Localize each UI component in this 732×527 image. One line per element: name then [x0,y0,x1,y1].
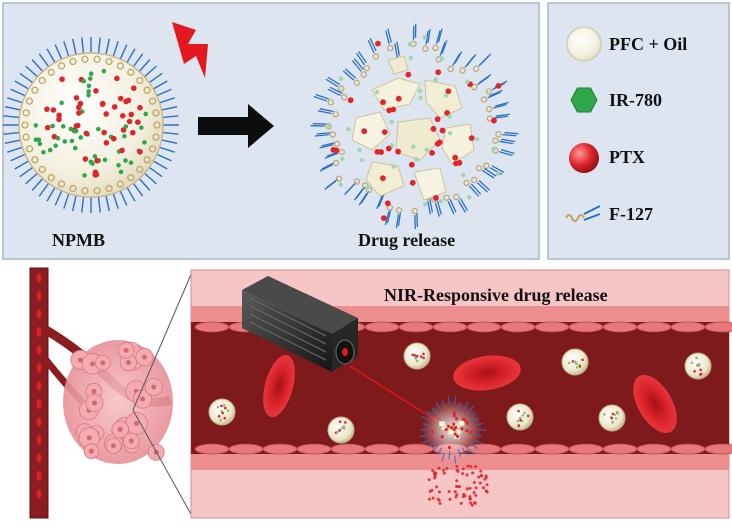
tumor-tissue [63,340,173,464]
drug-release-label: Drug release [358,230,455,251]
nir-title: NIR-Responsive drug release [384,285,608,306]
npmb-label: NPMB [52,230,105,251]
pfc-oil-sphere-icon [567,27,601,61]
legend-f127-label: F-127 [609,204,653,225]
legend-ptx-label: PTX [609,147,645,168]
legend-pfc-oil-label: PFC + Oil [609,34,687,55]
ptx-sphere-icon [569,143,599,173]
legend-ir780-label: IR-780 [609,90,662,111]
